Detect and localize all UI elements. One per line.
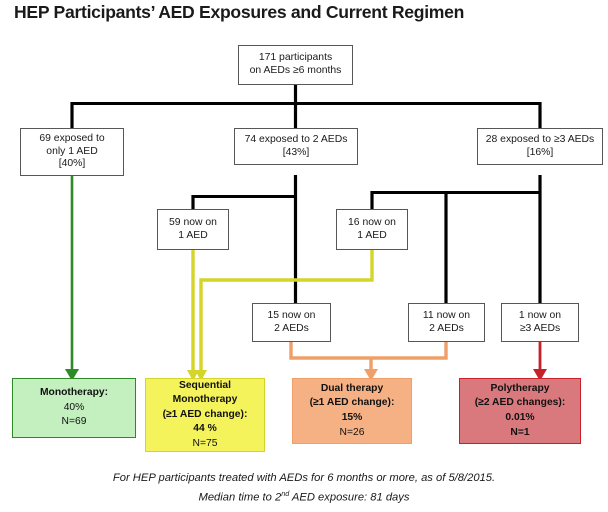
node-line: 11 now on bbox=[422, 309, 471, 321]
arrowhead-orange bbox=[364, 369, 378, 381]
node-root-line2: on AEDs ≥6 months bbox=[249, 65, 342, 76]
node-line: 15 now on bbox=[267, 309, 316, 321]
outcome-sequential-monotherapy[interactable]: Sequential Monotherapy (≥1 AED change): … bbox=[145, 378, 265, 452]
outcome-line: (≥2 AED changes): bbox=[474, 397, 566, 409]
outcome-line: 15% bbox=[341, 412, 363, 423]
node-exposed-1-aed[interactable]: 69 exposed to only 1 AED [40%] bbox=[20, 128, 124, 176]
node-now-15-on-2-aeds[interactable]: 15 now on 2 AEDs bbox=[252, 303, 331, 342]
outcome-polytherapy[interactable]: Polytherapy (≥2 AED changes): 0.01% N=1 bbox=[459, 378, 581, 444]
outcome-line: Dual therapy bbox=[320, 382, 384, 394]
footnote-line-2: Median time to 2nd AED exposure: 81 days bbox=[0, 486, 608, 506]
node-line: [43%] bbox=[282, 146, 310, 158]
footnote: For HEP participants treated with AEDs f… bbox=[0, 470, 608, 506]
outcome-line: N=75 bbox=[192, 437, 218, 449]
node-exposed-3-aeds[interactable]: 28 exposed to ≥3 AEDs [16%] bbox=[477, 128, 603, 165]
outcome-line: Sequential bbox=[178, 379, 232, 391]
outcome-line: 40% bbox=[63, 401, 85, 413]
footnote-line-2-pre: Median time to 2 bbox=[198, 491, 282, 504]
node-line: 28 exposed to ≥3 AEDs bbox=[485, 133, 595, 145]
outcome-monotherapy[interactable]: Monotherapy: 40% N=69 bbox=[12, 378, 136, 438]
node-line: 1 AED bbox=[357, 229, 387, 241]
outcome-line: N=69 bbox=[61, 416, 87, 428]
node-line: 69 exposed to bbox=[39, 133, 105, 145]
footnote-line-1: For HEP participants treated with AEDs f… bbox=[112, 472, 496, 484]
outcome-line: 0.01% bbox=[505, 412, 535, 423]
node-line: 1 AED bbox=[178, 229, 208, 241]
footnote-ordinal-suffix: nd bbox=[281, 489, 290, 498]
node-line: 1 now on bbox=[518, 309, 562, 321]
arrowhead-yellow-left bbox=[187, 370, 199, 381]
node-now-1-on-3-aeds[interactable]: 1 now on ≥3 AEDs bbox=[501, 303, 579, 342]
outcome-line: Monotherapy bbox=[172, 394, 238, 406]
outcome-line: N=26 bbox=[339, 426, 365, 438]
edge-11-to-dual bbox=[371, 342, 448, 360]
outcome-line: Monotherapy: bbox=[39, 387, 109, 399]
arrowhead-red bbox=[533, 369, 547, 381]
node-root[interactable]: 171 participants on AEDs ≥6 months bbox=[238, 45, 353, 85]
node-line: 59 now on bbox=[169, 216, 217, 228]
node-line: 16 now on bbox=[348, 216, 396, 228]
edge-15-to-dual bbox=[289, 342, 371, 360]
node-line: 2 AEDs bbox=[429, 322, 464, 334]
outcome-line: N=1 bbox=[510, 426, 530, 438]
footnote-line-2-post: AED exposure: 81 days bbox=[289, 491, 410, 504]
node-line: ≥3 AEDs bbox=[519, 322, 561, 334]
node-line: 74 exposed to 2 AEDs bbox=[244, 133, 348, 145]
node-line: 2 AEDs bbox=[274, 322, 309, 334]
edge-16-to-sequential bbox=[199, 250, 374, 372]
outcome-line: 44 % bbox=[193, 423, 217, 435]
node-line: [16%] bbox=[526, 146, 554, 158]
node-exposed-2-aeds[interactable]: 74 exposed to 2 AEDs [43%] bbox=[234, 128, 358, 165]
arrowhead-green bbox=[65, 369, 79, 381]
node-now-59-on-1-aed[interactable]: 59 now on 1 AED bbox=[157, 209, 229, 250]
node-line: only 1 AED bbox=[46, 145, 98, 157]
node-now-11-on-2-aeds[interactable]: 11 now on 2 AEDs bbox=[408, 303, 485, 342]
node-now-16-on-1-aed[interactable]: 16 now on 1 AED bbox=[336, 209, 408, 250]
arrowhead-yellow-right bbox=[195, 370, 207, 381]
node-line: [40%] bbox=[58, 158, 86, 170]
page-title: HEP Participants’ AED Exposures and Curr… bbox=[14, 2, 465, 22]
outcome-line: (≥1 AED change): bbox=[162, 408, 248, 420]
outcome-dual-therapy[interactable]: Dual therapy (≥1 AED change): 15% N=26 bbox=[292, 378, 412, 444]
node-root-line1: 171 participants bbox=[258, 52, 333, 64]
outcome-line: (≥1 AED change): bbox=[309, 397, 395, 409]
outcome-line: Polytherapy bbox=[490, 382, 550, 394]
